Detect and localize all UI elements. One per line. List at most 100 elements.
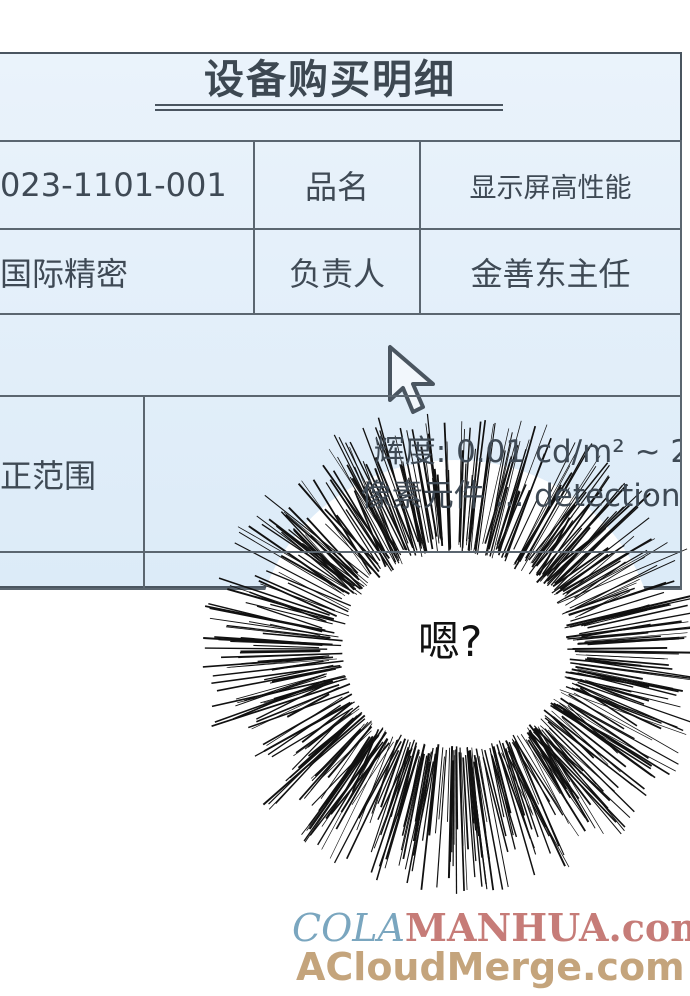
burst-line [235,673,328,700]
burst-line [370,755,412,873]
burst-line [536,730,631,818]
burst-line [543,709,645,790]
burst-line [297,483,381,579]
burst-line [432,477,440,544]
burst-line [356,736,394,831]
speech-text: 嗯? [418,617,483,666]
spec-line-1: 辉度: 0.01 cd/m² ~ 2, [373,434,682,470]
burst-line [590,660,690,678]
burst-line [460,752,468,891]
burst-line [489,486,509,557]
burst-line [239,650,320,654]
burst-line [251,686,340,730]
burst-line [466,746,475,824]
burst-line [514,740,564,816]
burst-line [580,678,628,701]
burst-line [240,649,321,653]
burst-line [559,689,687,735]
burst-line [267,704,342,756]
burst-line [414,755,428,822]
burst-line [412,753,431,842]
burst-line [461,427,471,549]
burst-line [379,430,418,551]
burst-line [501,424,548,545]
burst-line [281,531,355,595]
burst-line [322,464,390,559]
burst-line [566,620,682,639]
burst-line [569,551,651,597]
burst-line [528,736,586,819]
burst-line [525,739,569,824]
watermark-part1: COLA [292,906,405,950]
burst-line [311,735,379,806]
burst-line [301,701,353,743]
burst-line [286,693,330,718]
burst-line [505,740,566,867]
burst-line [280,511,352,588]
burst-line [561,717,609,765]
burst-line [497,752,535,849]
burst-line [540,725,615,792]
burst-line [412,482,428,553]
burst-line [533,465,597,561]
watermark-colamanhua: COLAMANHUA.com [292,905,690,950]
burst-line [566,702,679,765]
burst-line [447,746,454,879]
burst-line [497,490,520,553]
burst-line [330,742,390,815]
burst-line [530,455,601,564]
watermark-acloudmerge: ACloudMerge.com [296,945,685,989]
burst-line [570,591,665,622]
burst-line [458,450,464,543]
burst-line [226,658,337,668]
burst-line [400,752,424,851]
burst-line [557,517,650,590]
burst-line [324,508,379,565]
burst-line [547,721,619,789]
burst-line [362,427,412,556]
burst-line [487,444,519,550]
burst-line [570,598,690,626]
burst-line [504,750,550,837]
burst-line [578,651,679,655]
burst-line [380,739,416,836]
burst-line [399,464,422,545]
burst-line [289,713,362,779]
burst-line [544,728,604,792]
burst-line [533,728,567,790]
burst-line [325,523,373,571]
burst-line [504,453,545,562]
burst-line [455,749,458,894]
burst-line [378,751,420,867]
burst-line [329,739,389,859]
burst-line [338,437,397,554]
burst-line [575,683,684,732]
burst-line [412,761,435,856]
burst-line [514,741,560,847]
burst-line [533,727,590,823]
burst-line [475,748,504,890]
burst-line [550,714,595,759]
burst-line [288,529,356,585]
burst-line [420,747,438,890]
burst-line [307,711,363,757]
burst-line [204,647,328,650]
burst-line [473,755,495,891]
burst-line [464,755,476,878]
burst-line [402,753,425,860]
burst-line [577,672,634,688]
burst-line [566,560,621,595]
burst-line [211,664,341,685]
burst-line [552,547,609,588]
burst-line [513,452,577,566]
burst-line [556,703,653,767]
burst-line [237,526,358,595]
burst-line [237,674,345,704]
burst-line [458,421,463,545]
burst-line [399,427,427,554]
table-title: 设备购买明细 [204,57,456,103]
burst-line [400,464,424,544]
burst-line [287,582,349,613]
burst-line [245,602,333,625]
burst-line [353,466,397,563]
